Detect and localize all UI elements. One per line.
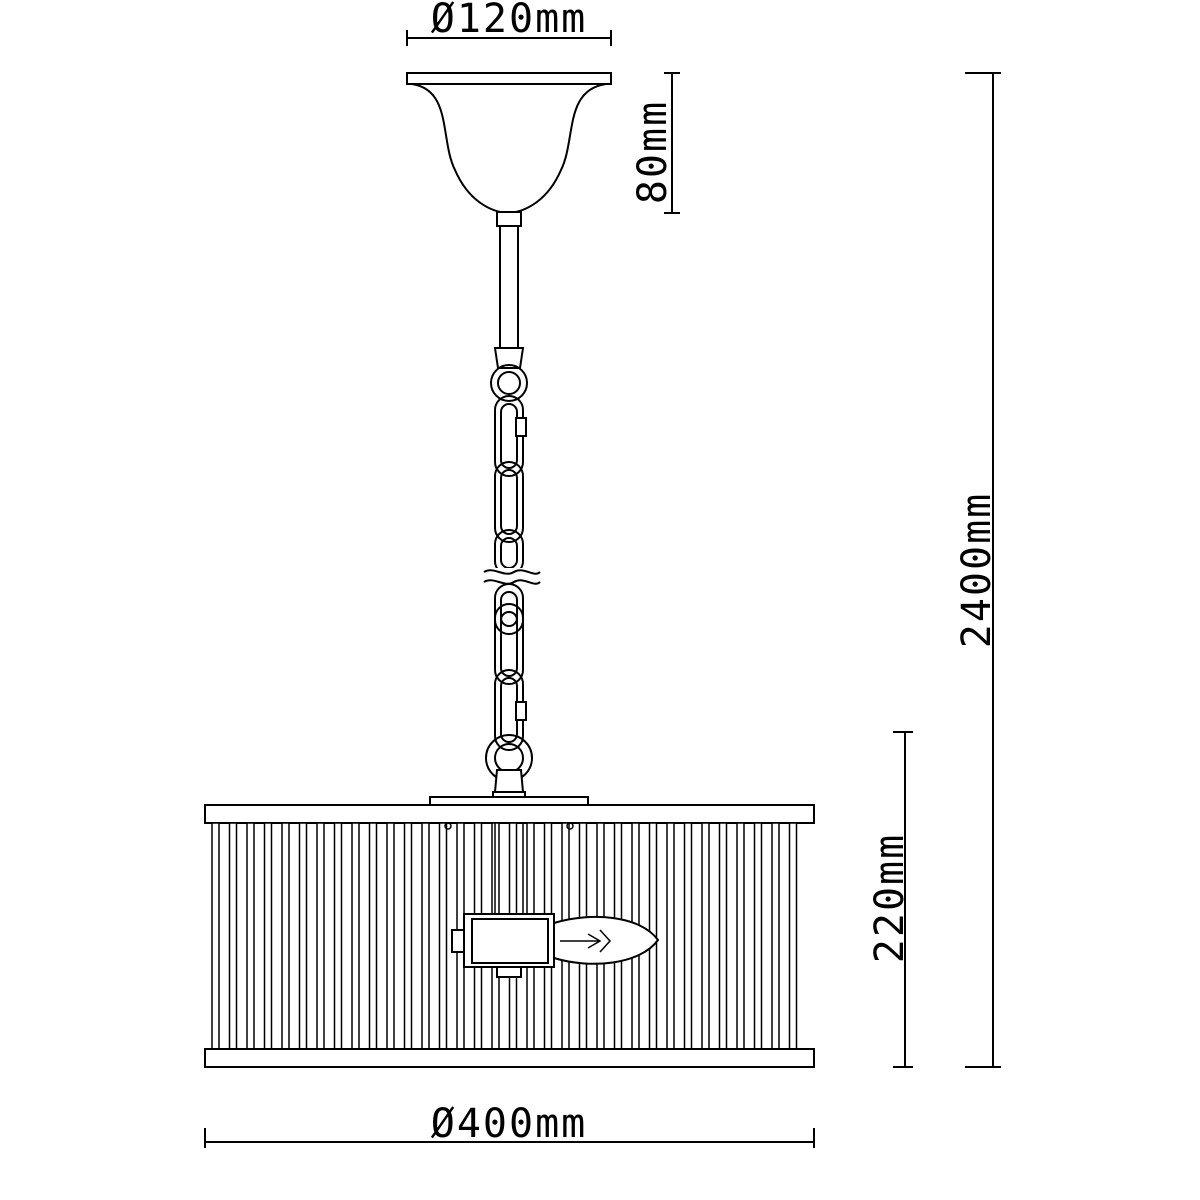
shade-height-label: 220mm	[867, 833, 913, 963]
ceiling-canopy	[406, 72, 612, 215]
dimension-shade-height: 220mm	[867, 731, 913, 1068]
canopy-diameter-label: Ø120mm	[431, 0, 588, 42]
shade-rod	[246, 822, 255, 1050]
shade-rod	[386, 822, 395, 1050]
shade-rod	[351, 822, 360, 1050]
shade-rod	[666, 822, 675, 1050]
shade-rod	[718, 822, 728, 1050]
shade-rod	[281, 822, 290, 1050]
shade-rod	[211, 822, 220, 1050]
shade-rod	[438, 822, 448, 1050]
shade-rod	[263, 822, 273, 1050]
bulb	[553, 915, 660, 965]
shade-rod	[701, 822, 710, 1050]
shade-rod	[403, 822, 413, 1050]
downrod	[493, 211, 525, 369]
dimension-canopy-height: 80mm	[630, 72, 680, 214]
shade-rod	[753, 822, 763, 1050]
chain-break-symbol	[480, 568, 541, 585]
shade-rod	[788, 822, 798, 1050]
dimension-total-height: 2400mm	[954, 72, 1001, 1068]
shade-rod	[368, 822, 378, 1050]
chain	[490, 364, 528, 576]
dimension-shade-diameter: Ø400mm	[204, 1101, 815, 1148]
shade-diameter-label: Ø400mm	[431, 1101, 588, 1147]
dimension-canopy-diameter: Ø120mm	[406, 0, 612, 46]
shade-rod	[316, 822, 325, 1050]
shade-rod	[771, 822, 780, 1050]
shade-rod	[736, 822, 745, 1050]
shade-rod	[333, 822, 343, 1050]
shade-rod	[421, 822, 430, 1050]
bulb-holder	[451, 913, 555, 978]
shade-rod	[683, 822, 693, 1050]
shade-rod	[298, 822, 308, 1050]
total-height-label: 2400mm	[954, 492, 1000, 649]
canopy-height-label: 80mm	[630, 100, 676, 204]
chain-lower	[485, 583, 533, 801]
shade-rod	[228, 822, 238, 1050]
